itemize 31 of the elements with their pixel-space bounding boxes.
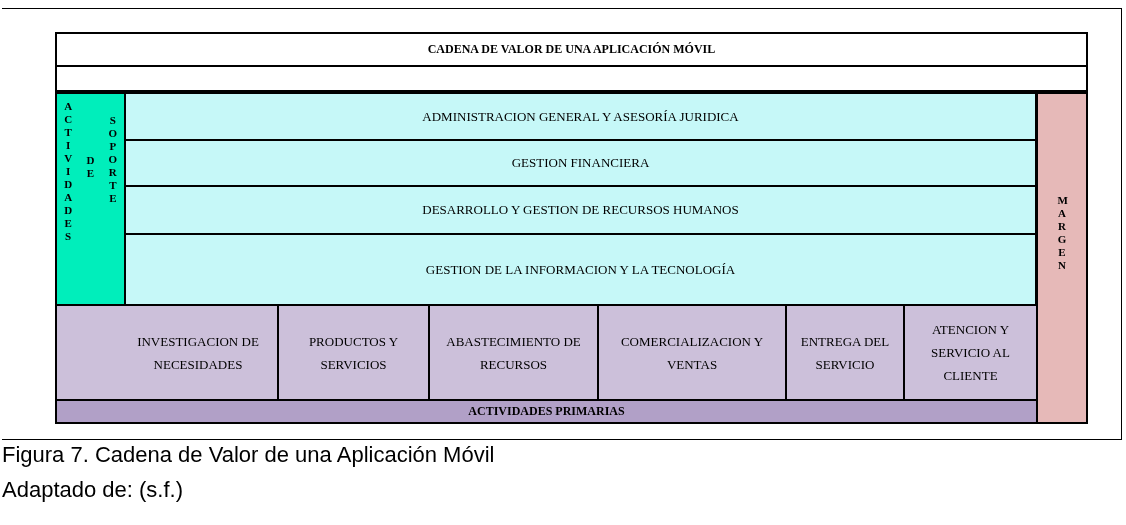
activity-label: COMERCIALIZACION Y VENTAS: [619, 332, 765, 374]
source-note: Adaptado de: (s.f.): [2, 477, 183, 503]
activity-label: ENTREGA DEL SERVICIO: [799, 332, 891, 374]
activity-label: ABASTECIMIENTO DE RECURSOS: [445, 332, 582, 374]
primary-activity-cell: [597, 304, 787, 401]
primary-label-band: [55, 399, 1038, 424]
activity-label: PRODUCTOS Y SERVICIOS: [307, 332, 400, 374]
primary-activity-cell: [55, 304, 279, 401]
primary-activity-cell: [277, 304, 430, 401]
activity-label: INVESTIGACION DE NECESIDADES: [136, 332, 260, 374]
primary-activity-cell: [785, 304, 905, 401]
support-activity-band: [124, 233, 1037, 306]
vertical-label: ACTIVIDADES: [63, 100, 73, 243]
vertical-label: SOPORTE: [108, 114, 118, 205]
activity-label: GESTION DE LA INFORMACION Y LA TECNOLOGÍA: [425, 261, 736, 278]
vertical-label: DE: [86, 154, 95, 180]
activity-label: ATENCION Y SERVICIO AL CLIENTE: [930, 321, 1011, 385]
support-activity-band: [124, 139, 1037, 187]
activity-label: ACTIVIDADES PRIMARIAS: [468, 404, 625, 419]
title-banner: CADENA DE VALOR DE UNA APLICACIÓN MÓVIL: [55, 32, 1088, 67]
activity-label: ADMINISTRACION GENERAL Y ASESORÍA JURIDICA: [422, 108, 739, 125]
figure-caption: Figura 7. Cadena de Valor de una Aplicación Móvil: [2, 442, 495, 468]
support-label: [55, 92, 126, 306]
vertical-label: MARGEN: [1057, 194, 1067, 272]
support-activity-band: [124, 185, 1037, 235]
activity-label: GESTION FINANCIERA: [511, 155, 650, 171]
activity-label: DESARROLLO Y GESTION DE RECURSOS HUMANOS: [422, 202, 739, 218]
primary-activity-cell: [428, 304, 599, 401]
support-activity-band: [124, 92, 1037, 141]
primary-activity-cell: [903, 304, 1038, 401]
margin-column: [1036, 92, 1088, 424]
